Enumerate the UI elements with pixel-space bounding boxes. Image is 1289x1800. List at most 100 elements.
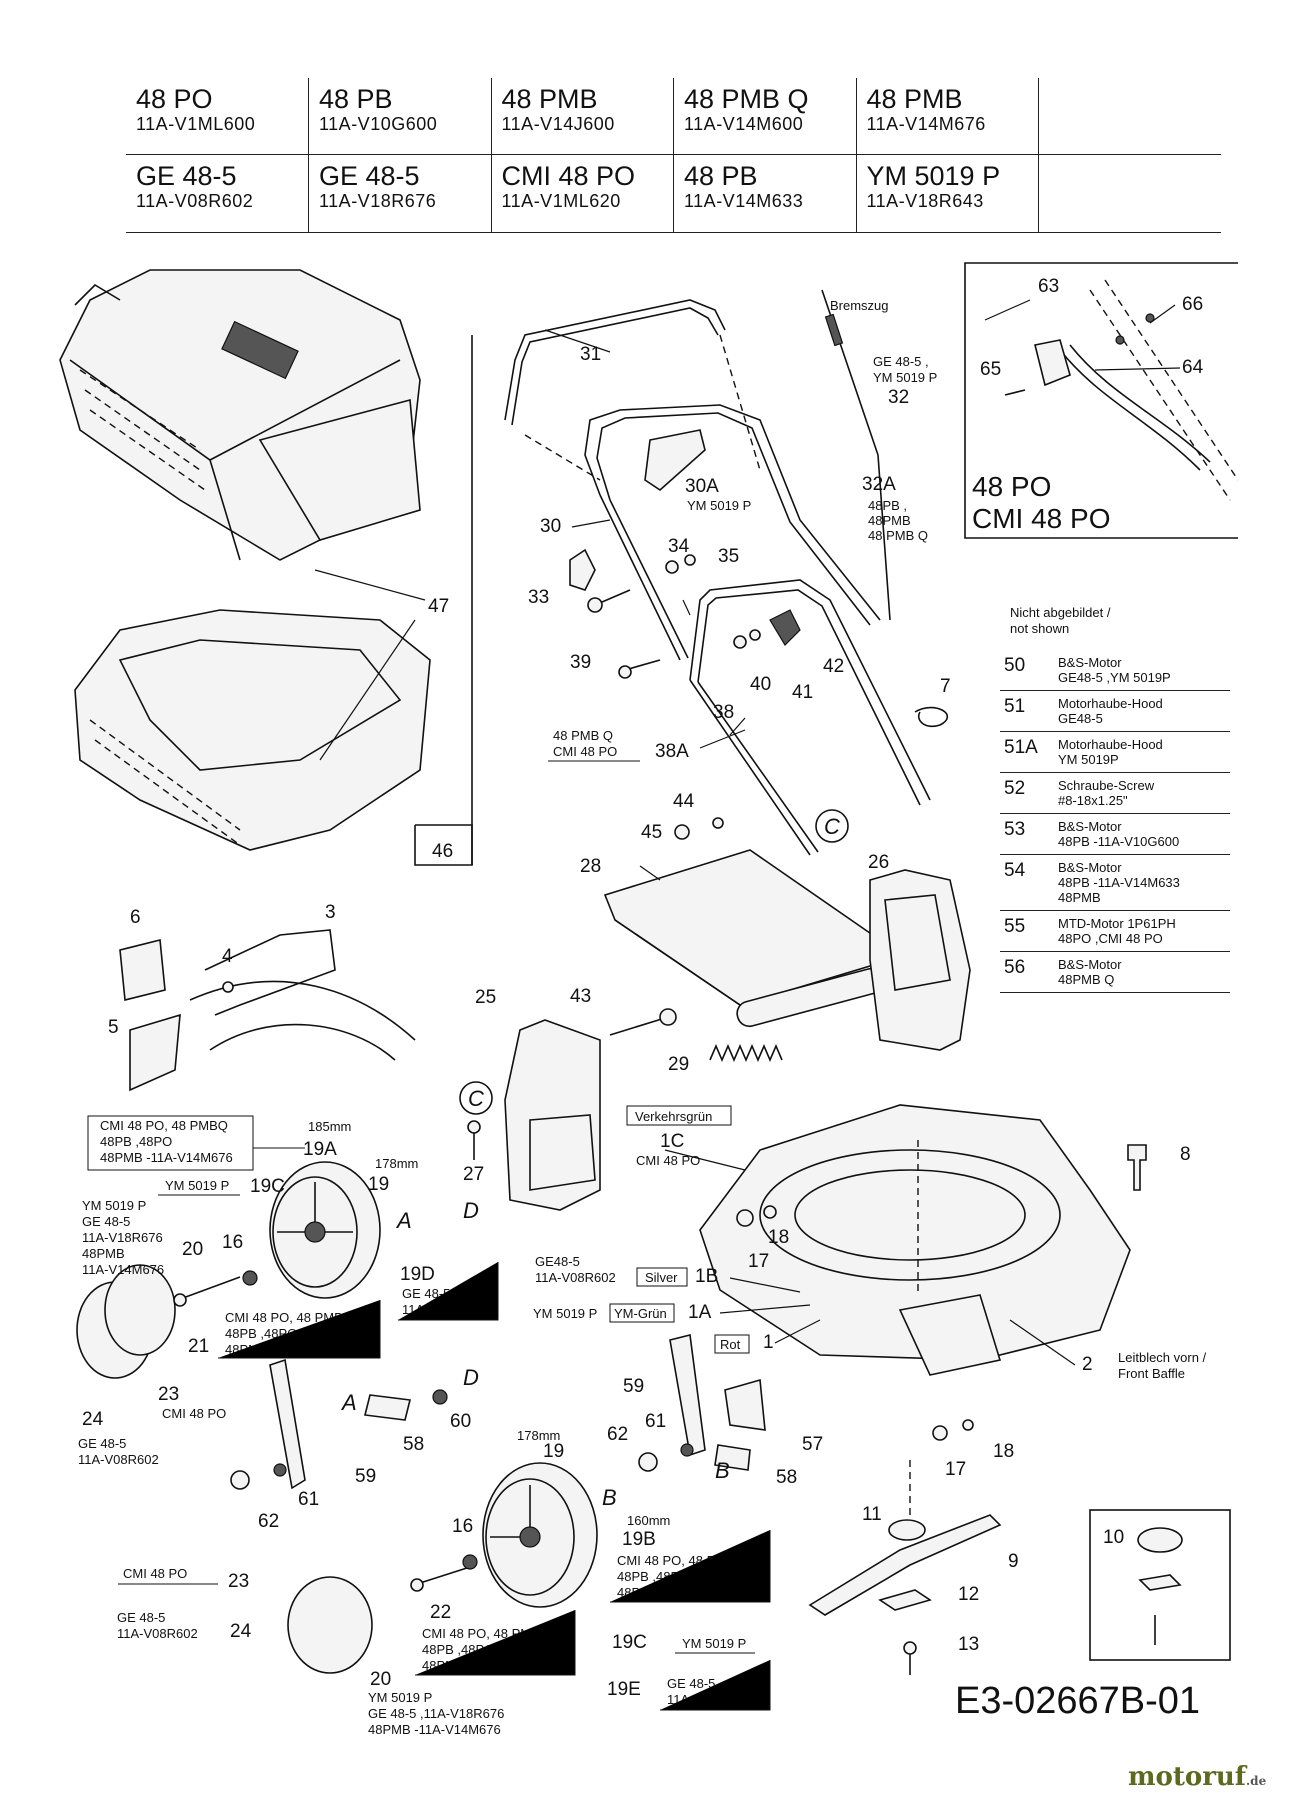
note-32A: 48 PMB Q: [868, 528, 928, 543]
note-19C: YM 5019 P: [165, 1178, 229, 1193]
label-26: 26: [868, 852, 889, 873]
label-45: 45: [641, 822, 662, 843]
note-20b: YM 5019 P: [368, 1690, 432, 1705]
label-28: 28: [580, 856, 601, 877]
label-11: 11: [862, 1504, 882, 1525]
note-24b: GE 48-5: [117, 1610, 165, 1625]
note-24: 11A-V08R602: [78, 1452, 159, 1467]
label-57: 57: [802, 1434, 823, 1455]
brand-name: motoruf: [1128, 1762, 1246, 1792]
label-22: 22: [430, 1602, 451, 1623]
blade-9: [808, 1460, 1002, 1675]
label-19A: 19A: [303, 1139, 337, 1160]
label-62b: 62: [607, 1424, 628, 1445]
note-1C: CMI 48 PO: [636, 1153, 700, 1168]
label-64: 64: [1182, 357, 1204, 378]
label-1: 1: [763, 1332, 774, 1353]
label-8: 8: [1180, 1144, 1191, 1165]
label-13: 13: [958, 1634, 979, 1655]
note-1A: YM 5019 P: [533, 1306, 597, 1321]
label-39: 39: [570, 652, 591, 673]
label-12: 12: [958, 1584, 979, 1605]
label-38: 38: [713, 702, 734, 723]
brand-logo[interactable]: motoruf.de: [1128, 1762, 1266, 1792]
label-6: 6: [130, 907, 141, 928]
label-65: 65: [980, 359, 1001, 380]
ref-letter: C: [824, 814, 840, 839]
inset-model-1: 48 PO: [972, 471, 1051, 502]
label-59: 59: [355, 1466, 376, 1487]
model-cell-empty: [1038, 78, 1221, 155]
label-59b: 59: [623, 1376, 644, 1397]
label-20b: 20: [370, 1669, 391, 1690]
label-38A: 38A: [655, 741, 689, 762]
label-60: 60: [450, 1411, 471, 1432]
deck-fasteners: [736, 1144, 1147, 1441]
note-19E: GE 48-5: [667, 1676, 715, 1691]
label-2: 2: [1082, 1354, 1093, 1375]
note-30A: YM 5019 P: [687, 498, 751, 513]
hubcap-23: [76, 1264, 176, 1379]
label-32: 32: [888, 387, 909, 408]
not-shown-heading: Nicht abgebildet / not shown: [1010, 605, 1110, 637]
side-parts: [119, 929, 416, 1092]
note-silver: Silver: [645, 1270, 678, 1285]
note-ym-gruen: YM-Grün: [614, 1306, 667, 1321]
label-35: 35: [718, 546, 739, 567]
note-20: 11A-V14M676: [82, 1262, 164, 1277]
label-61: 61: [298, 1489, 319, 1510]
label-5: 5: [108, 1017, 119, 1038]
spring-29: [709, 1043, 783, 1063]
note-2: Leitblech vorn /: [1118, 1350, 1207, 1365]
label-24: 24: [82, 1409, 104, 1430]
note-19A: 48PB ,48PO: [100, 1134, 172, 1149]
ref-letter: C: [468, 1086, 484, 1111]
brand-suffix: .de: [1246, 1774, 1267, 1788]
ref-letter: D: [463, 1198, 479, 1223]
label-19C: 19C: [250, 1176, 285, 1197]
ref-letter: B: [715, 1458, 730, 1483]
label-44: 44: [673, 791, 695, 812]
height-lever-59: [230, 1358, 448, 1490]
label-4: 4: [222, 946, 233, 967]
not-shown-heading-en: not shown: [1010, 621, 1070, 636]
label-42: 42: [823, 656, 844, 677]
note-23: CMI 48 PO: [162, 1406, 226, 1421]
label-3: 3: [325, 902, 336, 923]
blade-adapter-box: [1089, 1509, 1231, 1661]
reference-letters: A A B B C C D D: [340, 814, 840, 1510]
label-25: 25: [475, 987, 496, 1008]
label-20: 20: [182, 1239, 203, 1260]
note-160mm: 160mm: [627, 1513, 670, 1528]
note-1B: 11A-V08R602: [535, 1270, 616, 1285]
label-34: 34: [668, 536, 690, 557]
note-32: YM 5019 P: [873, 370, 937, 385]
label-19Cb: 19C: [612, 1632, 647, 1653]
label-66: 66: [1182, 294, 1203, 315]
note-38A: CMI 48 PO: [553, 744, 617, 759]
screw-27: [467, 1120, 481, 1160]
axle-bolt-20: [173, 1270, 258, 1307]
label-58: 58: [403, 1434, 424, 1455]
hubcap-23b: [287, 1576, 373, 1674]
note-20: GE 48-5: [82, 1214, 130, 1229]
note-24: GE 48-5: [78, 1436, 126, 1451]
leader-lines: [544, 299, 1181, 1366]
label-1B: 1B: [695, 1266, 718, 1287]
notes: Bremszug GE 48-5 , YM 5019 P YM 5019 P 4…: [78, 298, 1207, 1737]
label-21: 21: [188, 1336, 209, 1357]
brake-cable: [821, 289, 891, 621]
ref-letter: A: [395, 1208, 412, 1233]
label-7: 7: [940, 676, 951, 697]
